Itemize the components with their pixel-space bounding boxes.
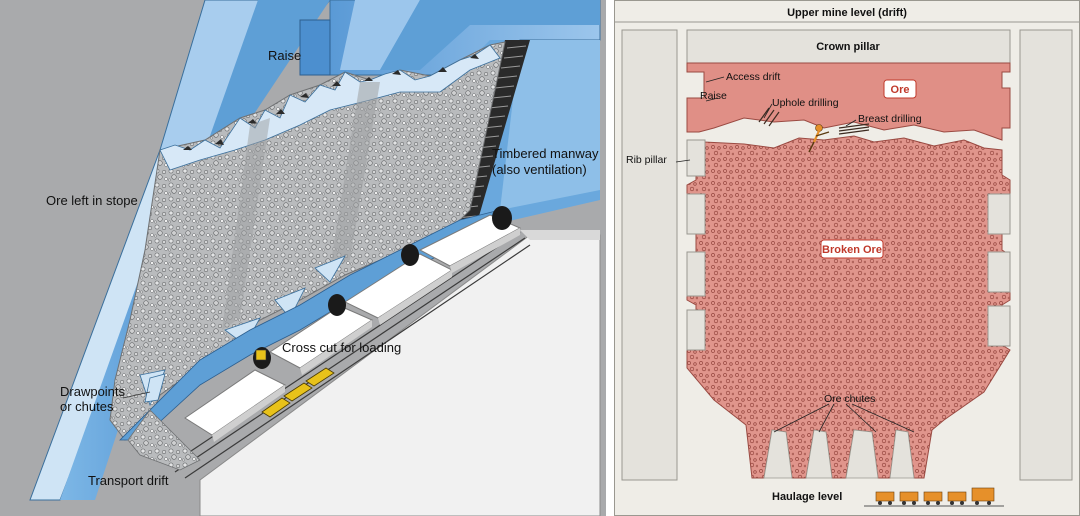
ore-body [686,62,1011,141]
ore-train [255,349,335,418]
open-stope-section-diagram: Upper mine level (drift) Crown pillar Ac… [614,0,1080,516]
label-breast-drilling: Breast drilling [858,113,922,125]
ore-tag [883,79,917,99]
drawpoint-chute [127,409,201,471]
label-broken-ore: Broken Ore [822,244,882,256]
label-transport-drift: Transport drift [88,473,169,488]
ore-cars [875,487,995,505]
left-country-rock [621,29,678,481]
label-crown-pillar: Crown pillar [816,41,880,53]
shrinkage-stope-illustration: Raise Timbered manway (also ventilation)… [0,0,606,516]
drill-holes [758,107,870,135]
label-upper-mine-level: Upper mine level (drift) [787,7,907,19]
label-ore-chutes: Ore chutes [824,393,875,405]
miner-figure [808,124,830,153]
label-ore: Ore [891,84,910,96]
label-raise: Raise [268,48,301,63]
open-stope-illustration: Upper mine level (drift) Crown pillar Ac… [614,0,1080,516]
label-or-chutes: or chutes [60,399,114,414]
label-also-ventilation: (also ventilation) [492,162,587,177]
raise-shaft [299,19,331,76]
label-drawpoints: Drawpoints [60,384,126,399]
label-ore-left-in-stope: Ore left in stope [46,193,138,208]
right-country-rock [1019,29,1073,481]
broken-ore-tag [820,239,884,259]
rib-pillars [686,139,1011,351]
crown-pillar [686,29,1011,64]
label-rib-pillar: Rib pillar [626,154,667,166]
cross-cuts [184,206,522,442]
label-access-drift: Access drift [726,71,780,83]
label-uphole-drilling: Uphole drilling [772,97,839,109]
label-cross-cut-for-loading: Cross cut for loading [282,340,401,355]
label-raise: Raise [700,90,727,102]
shrinkage-stope-diagram: Raise Timbered manway (also ventilation)… [0,0,606,516]
foreground-rock-block [199,234,601,516]
label-haulage-level: Haulage level [772,491,842,503]
label-timbered-manway: Timbered manway [492,146,599,161]
